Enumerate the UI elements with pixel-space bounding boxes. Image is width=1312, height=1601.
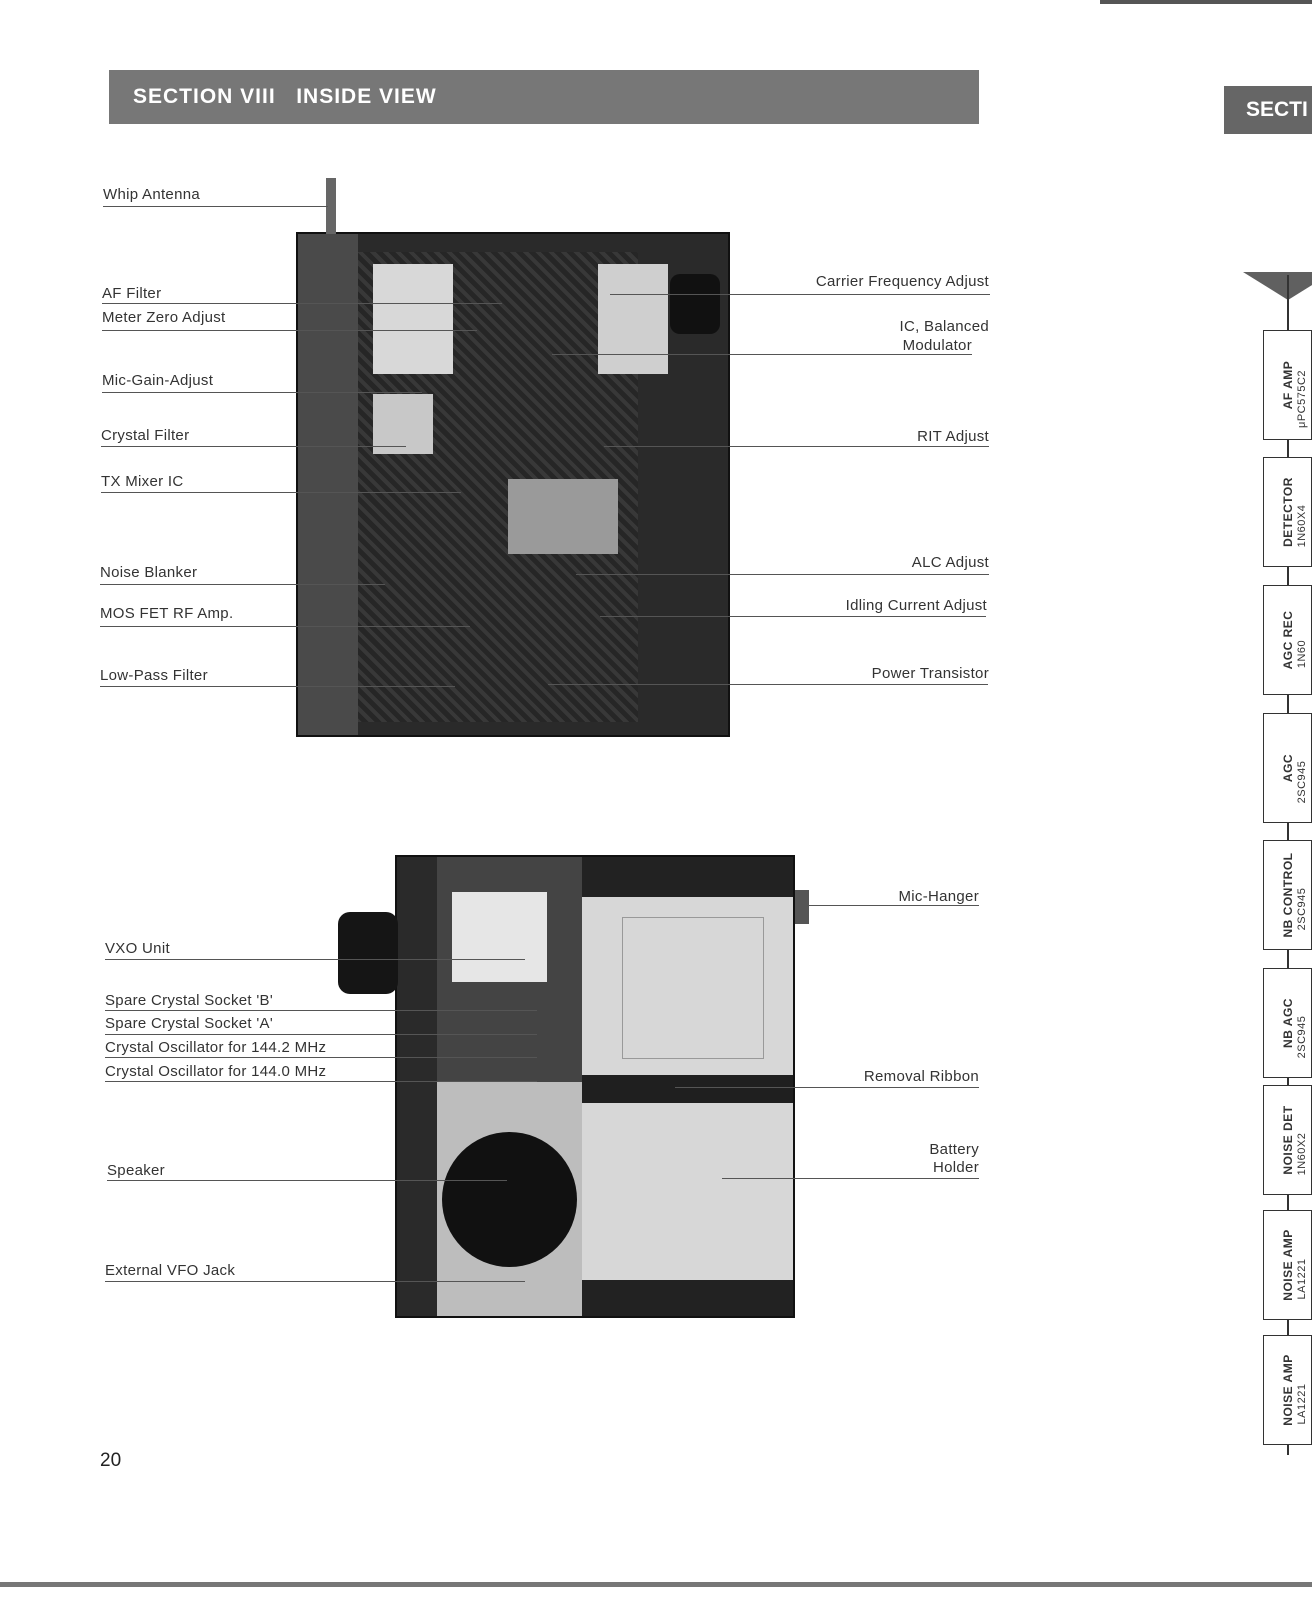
whip-antenna-tip xyxy=(326,178,336,234)
block-part-number: 2SC945 xyxy=(1295,1015,1308,1059)
label-low-pass-filter: Low-Pass Filter xyxy=(100,667,208,684)
leader-external-vfo-jack xyxy=(105,1281,525,1282)
label-removal-ribbon: Removal Ribbon xyxy=(863,1068,979,1085)
leader-crystal-filter xyxy=(101,446,406,447)
leader-ic-balanced-modulator xyxy=(552,354,972,355)
leader-af-filter xyxy=(102,303,502,304)
block-noise-amp-1-label: NOISE AMP xyxy=(1280,1229,1295,1301)
label-idling-current-adjust: Idling Current Adjust xyxy=(845,597,987,614)
label-battery-holder-2: Holder xyxy=(933,1159,979,1176)
block-noise-det-label: NOISE DET xyxy=(1280,1105,1295,1175)
leader-mos-fet-rf-amp xyxy=(100,626,470,627)
label-mic-gain-adjust: Mic-Gain-Adjust xyxy=(102,372,214,389)
label-tx-mixer-ic: TX Mixer IC xyxy=(101,473,184,490)
label-mos-fet-rf-amp: MOS FET RF Amp. xyxy=(100,605,234,622)
label-noise-blanker: Noise Blanker xyxy=(100,564,198,581)
label-rit-adjust: RIT Adjust xyxy=(917,428,989,445)
inside-view-photo-top xyxy=(296,232,730,737)
block-nb-agc-label: NB AGC xyxy=(1280,998,1295,1048)
leader-alc-adjust xyxy=(576,574,989,575)
section-title-bar: SECTION VIII INSIDE VIEW xyxy=(109,70,979,124)
leader-spare-crystal-a xyxy=(105,1034,537,1035)
label-meter-zero-adjust: Meter Zero Adjust xyxy=(102,309,226,326)
leader-meter-zero-adjust xyxy=(102,330,477,331)
section-title: SECTION VIII INSIDE VIEW xyxy=(133,85,437,108)
leader-idling-current-adjust xyxy=(600,616,986,617)
next-section-title: SECTI xyxy=(1246,98,1308,121)
block-nb-control-label: NB CONTROL xyxy=(1280,852,1295,938)
label-speaker: Speaker xyxy=(107,1162,165,1179)
label-af-filter: AF Filter xyxy=(102,285,162,302)
leader-vxo-unit xyxy=(105,959,525,960)
label-power-transistor: Power Transistor xyxy=(871,665,989,682)
speaker-symbol xyxy=(1243,272,1312,300)
mic-hanger-clip xyxy=(795,890,809,924)
block-part-number: 1N60 xyxy=(1295,639,1308,669)
leader-whip-antenna xyxy=(103,206,328,207)
label-carrier-frequency-adjust: Carrier Frequency Adjust xyxy=(815,273,989,290)
leader-speaker xyxy=(107,1180,507,1181)
label-external-vfo-jack: External VFO Jack xyxy=(105,1262,236,1279)
label-ic-balanced-2: Modulator xyxy=(902,337,972,354)
block-agc-rec-label: AGC REC xyxy=(1280,610,1295,670)
label-mic-hanger: Mic-Hanger xyxy=(898,888,979,905)
leader-noise-blanker xyxy=(100,584,385,585)
leader-spare-crystal-b xyxy=(105,1010,537,1011)
label-battery-holder-1: Battery xyxy=(929,1141,979,1158)
block-part-number: LA1221 xyxy=(1295,1383,1308,1425)
block-part-number: 1N60X2 xyxy=(1295,1132,1308,1176)
label-alc-adjust: ALC Adjust xyxy=(911,554,989,571)
leader-mic-gain-adjust xyxy=(102,392,422,393)
bottom-edge-rule xyxy=(0,1582,1312,1587)
leader-carrier-frequency-adjust xyxy=(610,294,990,295)
inside-view-photo-bottom xyxy=(395,855,795,1318)
next-section-title-bar: SECTI xyxy=(1224,86,1312,134)
block-part-number: 2SC945 xyxy=(1295,760,1308,804)
block-detector-label: DETECTOR xyxy=(1280,477,1295,547)
leader-tx-mixer-ic xyxy=(101,492,461,493)
leader-xtal-osc-1440 xyxy=(105,1081,537,1082)
block-part-number: 1N60X4 xyxy=(1295,504,1308,548)
leader-battery-holder xyxy=(722,1178,979,1179)
leader-rit-adjust xyxy=(604,446,989,447)
label-spare-crystal-a: Spare Crystal Socket 'A' xyxy=(105,1015,273,1032)
block-part-number: LA1221 xyxy=(1295,1258,1308,1300)
block-af-amp-label: AF AMP xyxy=(1280,360,1295,410)
label-xtal-osc-1440: Crystal Oscillator for 144.0 MHz xyxy=(105,1063,327,1080)
vxo-knob xyxy=(338,912,398,994)
top-edge-rule xyxy=(1100,0,1312,4)
leader-mic-hanger xyxy=(808,905,979,906)
label-spare-crystal-b: Spare Crystal Socket 'B' xyxy=(105,992,273,1009)
page-number: 20 xyxy=(100,1450,122,1471)
block-noise-amp-2-label: NOISE AMP xyxy=(1280,1354,1295,1426)
label-whip-antenna: Whip Antenna xyxy=(103,186,200,203)
block-part-number: μPC575C2 xyxy=(1295,369,1308,429)
label-ic-balanced-1: IC, Balanced xyxy=(899,318,989,335)
block-part-number: 2SC945 xyxy=(1295,887,1308,931)
leader-power-transistor xyxy=(548,684,988,685)
leader-low-pass-filter xyxy=(100,686,455,687)
leader-xtal-osc-1442 xyxy=(105,1057,537,1058)
label-xtal-osc-1442: Crystal Oscillator for 144.2 MHz xyxy=(105,1039,327,1056)
label-crystal-filter: Crystal Filter xyxy=(101,427,190,444)
block-agc-label: AGC xyxy=(1280,753,1295,783)
label-vxo-unit: VXO Unit xyxy=(105,940,170,957)
leader-removal-ribbon xyxy=(675,1087,979,1088)
